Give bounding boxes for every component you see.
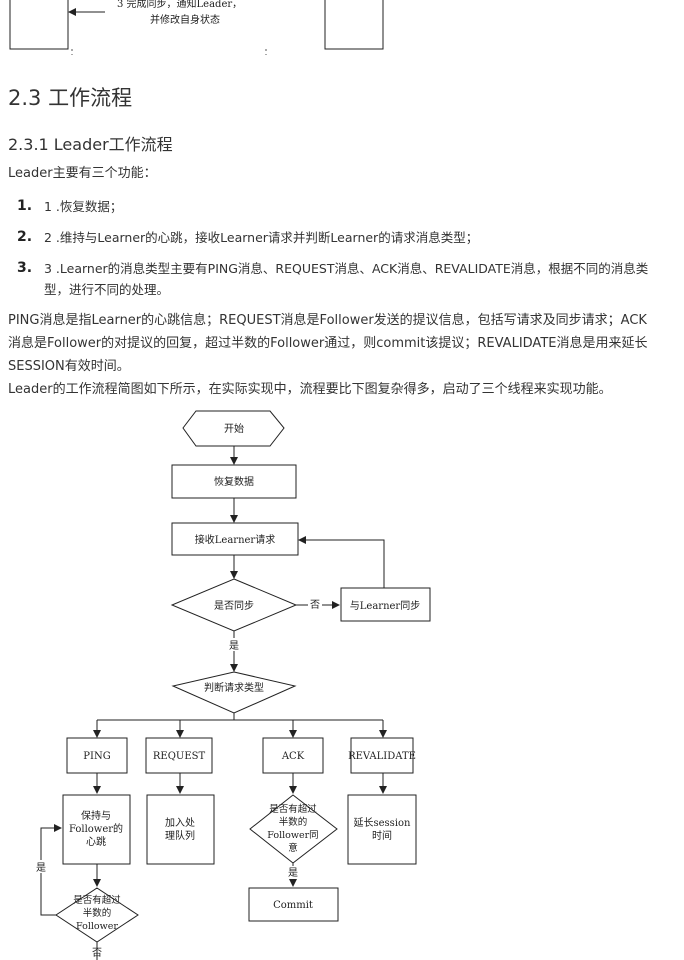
intro-text: Leader主要有三个功能： [8,166,157,181]
sync-question-label: 是否同步 [214,600,254,612]
fragment-text-line2: 并修改自身状态 [150,13,220,26]
leader-flowchart: 开始 恢复数据 接收Learner请求 是否同步 否 与Learner同步 是 … [33,410,431,960]
list-item-3-text-line2: 型，进行不同的处理。 [44,282,170,297]
list-item-2-text: 2 .维持与Learner的心跳，接收Learner请求并判断Learner的请… [44,230,479,245]
ping-question-line2: 半数的 [83,907,112,919]
list-item-1-text: 1 .恢复数据； [44,199,123,214]
commit-label: Commit [273,900,313,911]
ack-yes-label: 是 [288,867,298,879]
ping-question-line3: Follower [76,921,118,932]
ack-question-line3: Follower同 [267,830,318,841]
session-box [347,794,417,865]
ack-question-line4: 意 [288,842,298,854]
arrow-sync-loop [298,536,385,588]
fragment-arrowhead [68,8,76,16]
receive-label: 接收Learner请求 [195,533,275,546]
top-diagram-fragment: 3 完成同步，通知Leader， 并修改自身状态 [9,0,384,55]
request-box [145,737,213,774]
ping-question-line1: 是否有超过 [73,894,121,906]
queue-label-line1: 加入处 [165,817,195,829]
sync-box [340,587,431,622]
judge-label: 判断请求类型 [204,681,264,694]
sync-box-label: 与Learner同步 [350,600,420,612]
request-label: REQUEST [153,751,206,762]
list-item-1-number: 1. [17,198,33,214]
ack-question-line1: 是否有超过 [269,803,317,815]
subsection-title: 2.3.1 Leader工作流程 [8,135,173,154]
ping-yes-label: 是 [36,862,46,874]
session-label-line2: 时间 [372,829,392,842]
list-item-3-text-line1: 3 .Learner的消息类型主要有PING消息、REQUEST消息、ACK消息… [44,261,649,276]
heartbeat-label-line2: Follower的 [69,822,123,835]
start-node [182,410,285,447]
revalidate-box [350,737,414,774]
list-item-3-number: 3. [17,260,33,276]
paragraph-line2: 消息是Follower的对提议的回复，超过半数的Follower通过，则comm… [8,336,648,351]
commit-box [248,887,339,922]
paragraph-line3: SESSION有效时间。 [8,359,130,374]
fragment-text-line1: 3 完成同步，通知Leader， [117,0,242,10]
ping-no-label: 否 [92,947,102,959]
sync-yes-label: 是 [229,640,239,652]
heartbeat-label-line1: 保持与 [81,809,111,822]
revalidate-label: REVALIDATE [348,751,416,762]
fragment-right-box [324,0,384,50]
section-title: 2.3 工作流程 [8,86,133,110]
session-label-line1: 延长session [354,817,412,829]
fragment-left-box [9,0,69,50]
list-item-2-number: 2. [17,229,33,245]
queue-box [146,794,215,865]
sync-no-label: 否 [310,599,320,611]
ping-label: PING [83,751,110,762]
paragraph-line4: Leader的工作流程简图如下所示，在实际实现中，流程要比下图复杂得多，启动了三… [8,382,612,397]
queue-label-line2: 理队列 [165,829,195,842]
recover-label: 恢复数据 [214,475,254,488]
paragraph-line1: PING消息是指Learner的心跳信息；REQUEST消息是Follower发… [8,313,647,328]
heartbeat-label-line3: 心跳 [86,835,106,848]
ack-label: ACK [281,751,305,762]
start-label: 开始 [224,422,244,435]
ack-question-line2: 半数的 [279,816,308,828]
